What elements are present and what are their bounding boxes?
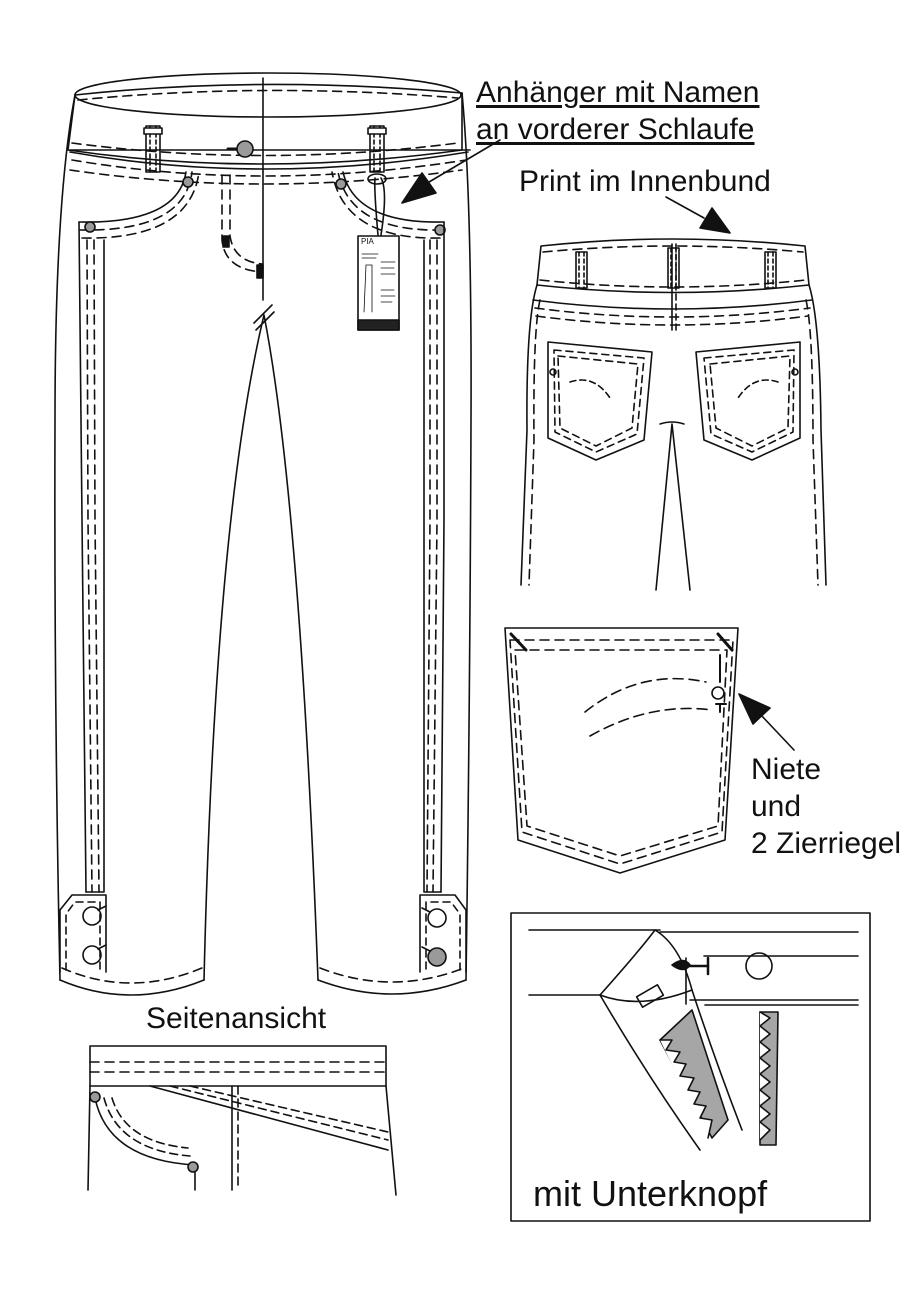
under-button-hole xyxy=(745,952,773,980)
back-loop-right xyxy=(764,251,777,289)
front-view xyxy=(54,72,501,996)
front-hem-right xyxy=(317,979,467,995)
side-view-label: Seitenansicht xyxy=(146,1002,327,1035)
pocket-detail-outline xyxy=(504,627,739,874)
side-panel-right xyxy=(440,221,445,893)
rivet-label-line1: Niete xyxy=(751,753,822,786)
cuff-tab-left xyxy=(59,894,107,973)
front-pocket-left xyxy=(78,171,187,223)
hang-tag xyxy=(357,235,400,331)
zipper-band-left xyxy=(659,1009,729,1139)
hang-tag-loop xyxy=(367,173,387,185)
back-loop-left xyxy=(575,251,588,289)
waistband-leader-arrowhead xyxy=(699,207,731,234)
front-fly xyxy=(221,174,264,273)
back-pocket-left xyxy=(547,341,653,461)
hang-tag-brand: PIA xyxy=(361,237,374,246)
side-view xyxy=(87,1045,397,1196)
front-outline-left xyxy=(54,94,76,981)
pocket-rivet xyxy=(711,686,725,700)
back-view xyxy=(520,196,827,591)
belt-loop-left xyxy=(145,125,161,173)
under-button-detail xyxy=(510,912,871,1222)
front-outline-right xyxy=(461,92,472,981)
rivet-label-line2: und xyxy=(751,790,802,823)
rivet-leader-arrowhead xyxy=(738,693,771,725)
belt-loop-right xyxy=(369,125,385,173)
front-inseam xyxy=(203,314,319,981)
tag-label-line2: an vorderer Schlaufe xyxy=(476,113,755,146)
front-pocket-right xyxy=(342,171,445,223)
back-pocket-right xyxy=(695,341,801,461)
waistband-top-ellipse xyxy=(74,72,462,118)
side-waistband xyxy=(89,1045,387,1087)
cuff-tab-right xyxy=(419,894,467,973)
tag-label-line1: Anhänger mit Namen xyxy=(476,76,760,109)
rivet-label-line3: 2 Zierriegel xyxy=(751,827,902,860)
under-button-label: mit Unterknopf xyxy=(533,1173,768,1214)
side-panel-left xyxy=(78,221,87,893)
back-loop-center xyxy=(667,247,680,289)
tag-leader-arrowhead xyxy=(401,172,437,204)
inner-waistband-label: Print im Innenbund xyxy=(519,165,771,198)
waistband-button xyxy=(236,140,254,158)
front-hem-left xyxy=(59,979,205,996)
pocket-detail xyxy=(504,627,795,874)
under-button-frame xyxy=(510,912,871,1222)
